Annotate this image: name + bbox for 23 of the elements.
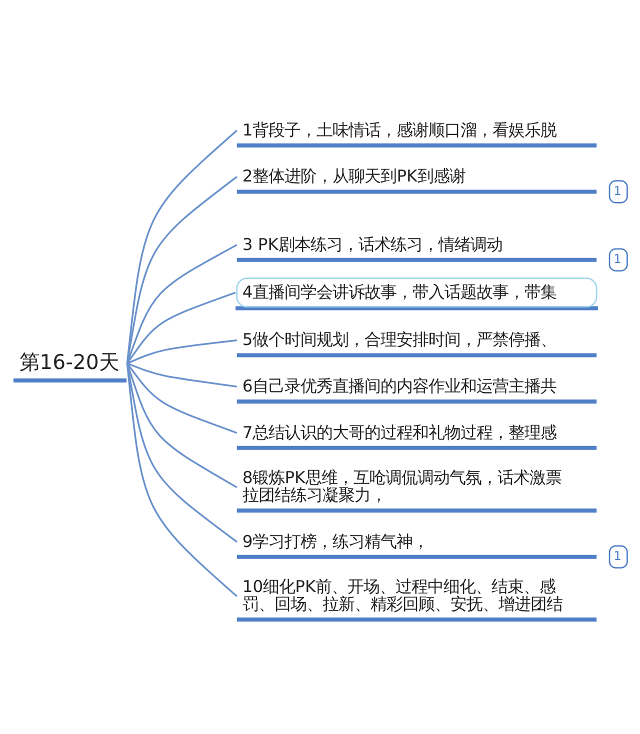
node-text: 5做个时间规划，合理安排时间，严禁停播、: [242, 330, 557, 349]
node-text: 8锻炼PK思维，互呛调侃调动气氛，话术激票拉团结练习凝聚力，: [242, 467, 562, 504]
node-text: 6自己录优秀直播间的内容作业和运营主播共: [242, 376, 557, 395]
connector: [126, 244, 238, 364]
connector: [126, 362, 238, 597]
connector: [126, 362, 238, 434]
node-text: 9学习打榜，练习精气神，: [242, 531, 429, 550]
node-label: 1: [614, 548, 622, 562]
connector: [126, 338, 237, 364]
node-label: 1: [614, 251, 622, 266]
node-label: 1: [614, 183, 622, 198]
connector: [126, 291, 236, 364]
connector: [126, 176, 238, 364]
node-text: 3 PK剧本练习，话术练习，情绪调动: [242, 234, 502, 254]
node-text: 第16-20天: [20, 349, 119, 374]
node-text: 10细化PK前、开场、过程中细化、结束、感罚、回场、拉新、精彩回顾、安抚、增进团结: [242, 576, 562, 613]
connector: [126, 129, 238, 364]
connector: [126, 362, 238, 488]
connector: [126, 362, 237, 387]
node-text: 2整体进阶，从聊天到PK到感谢: [242, 166, 466, 186]
node-text: 1背段子，土味情话，感谢顺口溜，看娱乐脱: [242, 120, 557, 139]
node-text: 7总结认识的大哥的过程和礼物过程，整理感: [242, 422, 557, 442]
connector: [126, 362, 238, 542]
